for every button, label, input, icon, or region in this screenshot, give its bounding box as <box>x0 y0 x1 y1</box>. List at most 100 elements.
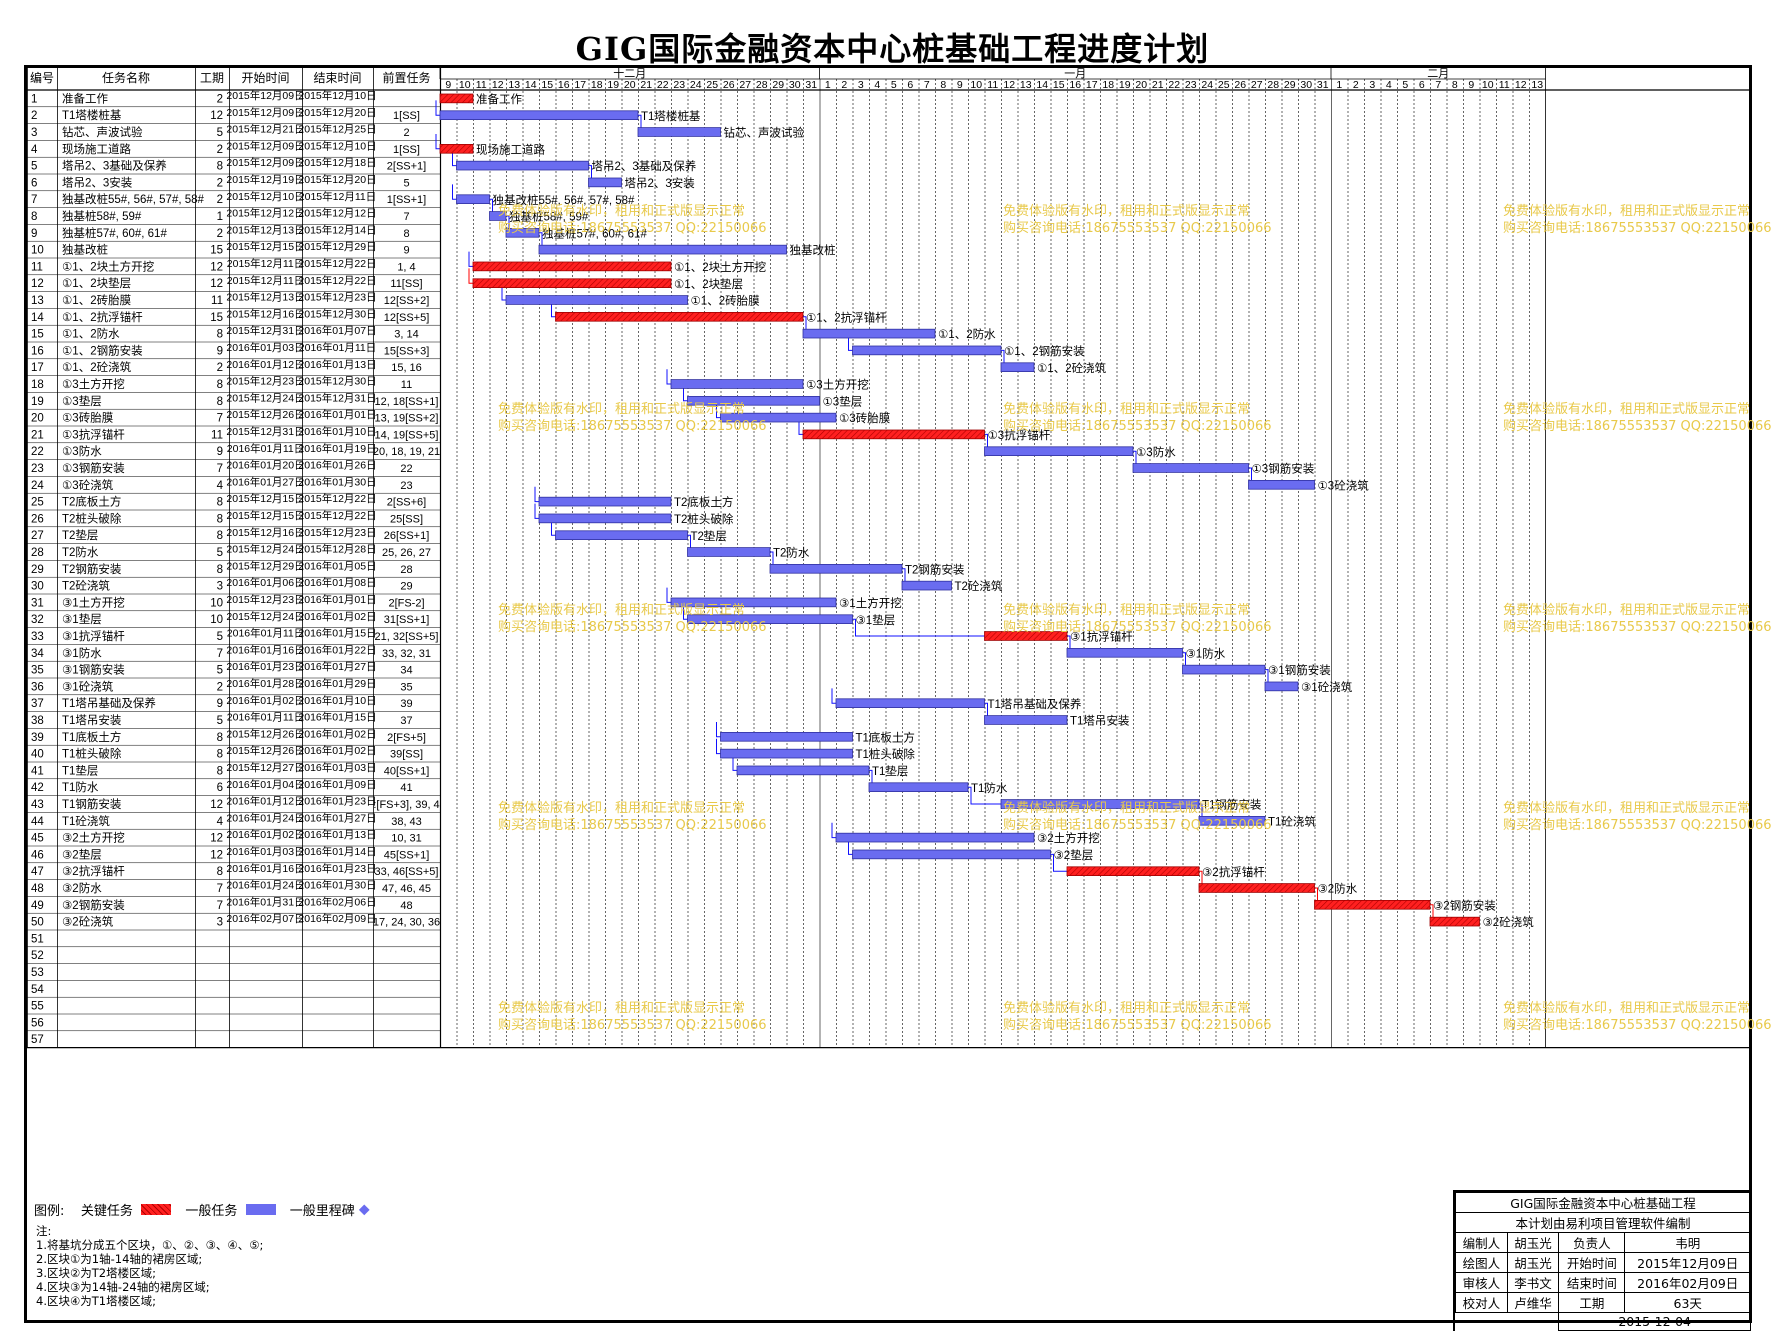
day-label: 17 <box>1086 79 1098 91</box>
task-bar-label: ①3抗浮锚杆 <box>988 428 1051 442</box>
task-bar <box>588 177 622 188</box>
task-bar-label: T1钢筋安装 <box>1202 798 1262 812</box>
task-predecessor: 26[SS+1] <box>384 530 430 542</box>
task-end: 2016年01月15日 <box>298 711 376 724</box>
task-bar-label: ③1防水 <box>1186 646 1226 660</box>
task-id: 35 <box>31 665 44 677</box>
task-start: 2015年12月12日 <box>226 207 304 220</box>
task-id: 42 <box>31 782 44 794</box>
task-id: 51 <box>31 933 44 945</box>
legend-milestone-label: 一般里程碑 <box>289 1204 355 1219</box>
task-start: 2015年12月15日 <box>226 492 304 505</box>
day-label: 5 <box>1402 79 1408 91</box>
task-bar-label: ①1、2抗浮锚杆 <box>806 310 887 324</box>
info-cell: 胡玉光 <box>1506 1252 1560 1273</box>
task-id: 29 <box>31 564 44 576</box>
task-id: 19 <box>31 396 44 408</box>
task-end: 2016年01月02日 <box>298 744 376 757</box>
task-bar <box>736 765 870 776</box>
task-duration: 12 <box>210 833 223 845</box>
day-label: 22 <box>1168 79 1180 91</box>
dependency-link <box>534 486 539 503</box>
watermark: 免费体验版有水印，租用和正式版显示正常购买咨询电话:18675553537 QQ… <box>1503 801 1772 833</box>
watermark: 免费体验版有水印，租用和正式版显示正常购买咨询电话:18675553537 QQ… <box>498 1001 767 1033</box>
dependency-link <box>716 738 721 755</box>
task-bar-label: ③1抗浮锚杆 <box>1070 630 1133 644</box>
task-bar <box>769 563 903 574</box>
task-predecessor: 47, 46, 45 <box>382 883 431 895</box>
task-start: 2016年01月20日 <box>226 459 304 472</box>
task-name: ①1、2砖胎膜 <box>62 293 131 307</box>
task-bar-label: ①3砖胎膜 <box>839 411 890 425</box>
day-label: 10 <box>1482 79 1494 91</box>
task-duration: 8 <box>217 749 223 761</box>
task-bar-label: T1桩头破除 <box>856 747 916 761</box>
task-name: 独基桩58#, 59# <box>62 209 142 223</box>
day-label: 13 <box>508 79 520 91</box>
task-name: T1桩头破除 <box>62 747 122 761</box>
task-name: ①1、2块垫层 <box>62 276 131 290</box>
task-id: 20 <box>31 413 44 425</box>
task-end: 2016年01月15日 <box>298 627 376 640</box>
legend: 图例: 关键任务 一般任务 一般里程碑 ◆ <box>34 1200 370 1220</box>
watermark: 免费体验版有水印，租用和正式版显示正常购买咨询电话:18675553537 QQ… <box>498 204 767 236</box>
task-bar <box>720 412 837 423</box>
task-duration: 10 <box>210 614 223 626</box>
note-line: 注: <box>36 1224 52 1238</box>
task-name: ③1砼浇筑 <box>62 679 114 693</box>
watermark: 免费体验版有水印，租用和正式版显示正常购买咨询电话:18675553537 QQ… <box>498 603 767 635</box>
critical-task-bar <box>1314 900 1431 910</box>
dependency-link <box>435 100 440 116</box>
day-label: 8 <box>940 79 946 91</box>
task-id: 23 <box>31 463 44 475</box>
task-bar <box>687 395 820 406</box>
task-start: 2016年01月02日 <box>226 828 304 841</box>
dependency-link <box>551 302 556 318</box>
task-id: 10 <box>31 245 44 257</box>
task-predecessor: 23 <box>400 480 412 492</box>
day-label: 31 <box>1317 79 1329 91</box>
task-end: 2016年01月30日 <box>298 879 376 892</box>
task-end: 2015年12月11日 <box>299 190 376 203</box>
task-start: 2016年01月02日 <box>226 694 304 707</box>
task-start: 2015年12月26日 <box>226 727 304 740</box>
day-label: 7 <box>924 79 930 91</box>
column-header: 任务名称 <box>102 70 150 85</box>
task-start: 2015年12月23日 <box>226 593 304 606</box>
day-label: 16 <box>1069 79 1081 91</box>
task-bar-label: T2砼浇筑 <box>955 579 1003 593</box>
day-label: 29 <box>772 79 784 91</box>
day-label: 15 <box>1053 79 1065 91</box>
task-predecessor: 2[FS+5] <box>387 732 426 744</box>
task-predecessor: 1[SS+1] <box>387 194 426 206</box>
task-id: 37 <box>31 698 44 710</box>
day-label: 1 <box>1336 79 1342 91</box>
day-label: 9 <box>957 79 963 91</box>
task-start: 2015年12月19日 <box>226 173 304 186</box>
task-id: 11 <box>31 261 43 273</box>
task-bar-label: 塔吊2、3安装 <box>625 176 696 190</box>
day-label: 13 <box>1531 79 1543 91</box>
task-name: T1底板土方 <box>62 730 121 744</box>
day-label: 7 <box>1435 79 1441 91</box>
dependency-link <box>683 604 688 620</box>
task-bar-label: 现场施工道路 <box>476 142 545 156</box>
task-start: 2015年12月15日 <box>226 509 304 522</box>
task-bar <box>1000 799 1200 809</box>
task-id: 25 <box>31 497 44 509</box>
task-duration: 11 <box>211 429 223 441</box>
task-bar <box>868 782 969 792</box>
watermark: 免费体验版有水印，租用和正式版显示正常购买咨询电话:18675553537 QQ… <box>1503 603 1772 635</box>
task-id: 46 <box>31 849 44 861</box>
task-start: 2015年12月13日 <box>226 291 304 304</box>
column-header: 结束时间 <box>313 71 361 85</box>
day-label: 4 <box>874 79 880 91</box>
task-name: ①3砼浇筑 <box>62 478 114 492</box>
task-id: 24 <box>31 480 44 492</box>
task-end: 2016年01月13日 <box>298 828 376 841</box>
task-start: 2016年01月11日 <box>227 627 304 640</box>
task-start: 2015年12月16日 <box>226 526 304 539</box>
info-cell: 开始时间 <box>1558 1252 1626 1273</box>
task-start: 2015年12月09日 <box>226 139 304 152</box>
